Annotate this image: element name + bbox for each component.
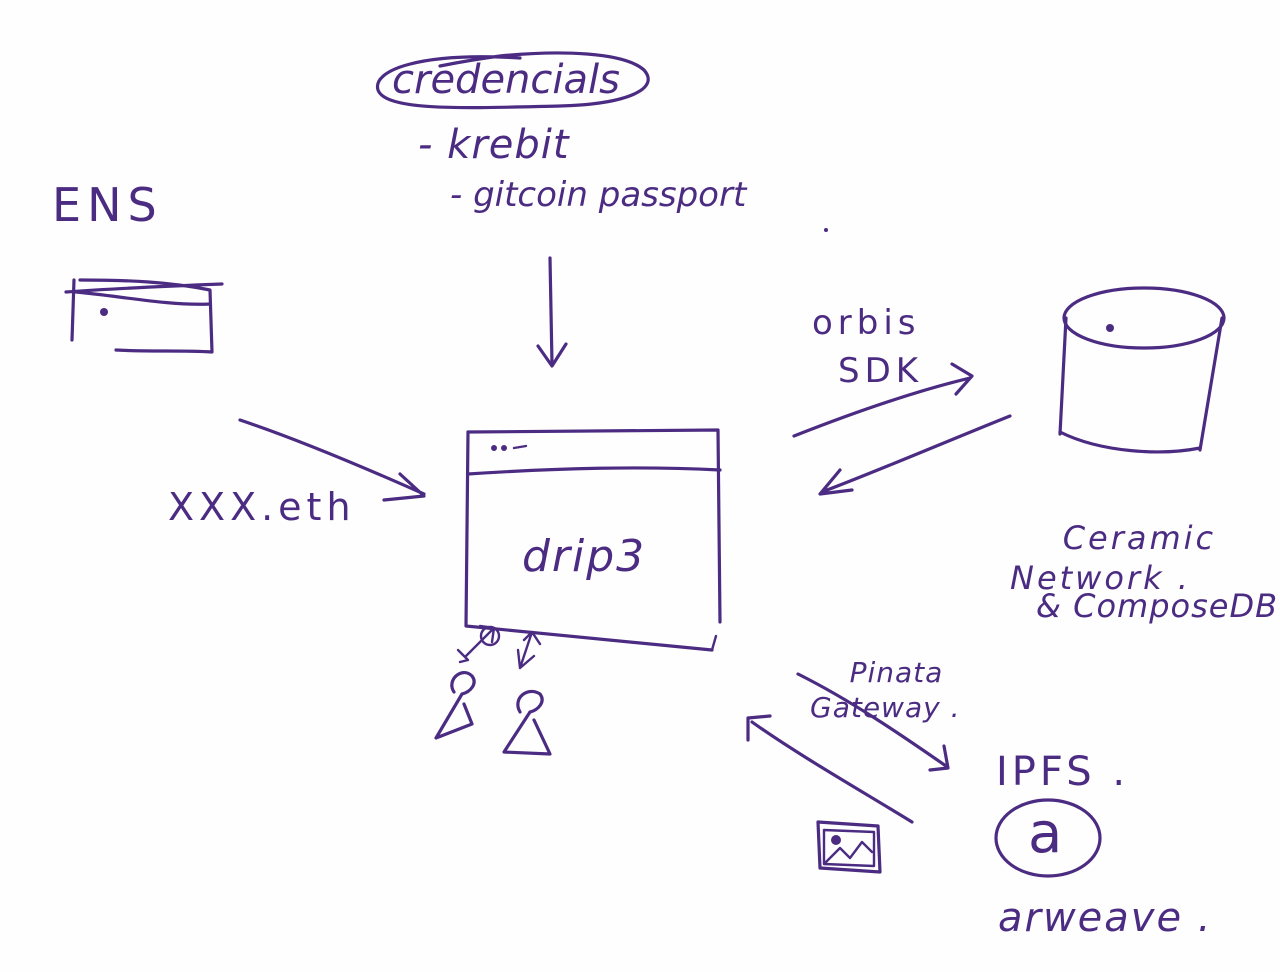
app-label: drip3	[522, 531, 647, 582]
orbis-arrow-right	[792, 362, 974, 438]
orbis-label: orbis	[812, 303, 921, 343]
arweave-arrow	[746, 714, 914, 824]
ens-label: ENS	[52, 178, 163, 232]
ipfs-label: IPFS .	[996, 749, 1130, 795]
ens-browser-icon	[64, 278, 224, 354]
orbis-arrow-left	[818, 414, 1012, 496]
sdk-label: SDK	[838, 351, 924, 391]
krebit-label: - krebit	[418, 122, 570, 168]
ceramic-label-text: Ceramic Network .	[1010, 519, 1217, 597]
ceramic-database-icon	[1058, 286, 1226, 454]
arweave-circle	[994, 798, 1102, 878]
drip3-window-icon	[464, 428, 722, 652]
users-group	[434, 624, 552, 756]
credentials-arrow	[536, 256, 568, 368]
ens-arrow	[238, 418, 426, 502]
ceramic-label: Ceramic Network .	[1010, 478, 1216, 638]
arweave-symbol: a	[1028, 801, 1064, 866]
pinata-arrow	[796, 672, 950, 772]
person-icon	[434, 671, 476, 740]
arweave-label: arweave .	[998, 895, 1213, 941]
person-icon	[502, 689, 552, 756]
credentials-label: credencials	[392, 57, 620, 103]
image-icon	[816, 820, 882, 874]
pinata-label: Pinata Gateway .	[810, 620, 961, 760]
ens-name-label: XXX.eth	[168, 485, 356, 529]
credentials-oval	[375, 51, 650, 110]
gitcoin-passport-label: - gitcoin passport	[450, 175, 747, 215]
pinata-label-text: Pinata Gateway .	[810, 656, 961, 724]
compose-label: & ComposeDB	[1036, 587, 1279, 625]
